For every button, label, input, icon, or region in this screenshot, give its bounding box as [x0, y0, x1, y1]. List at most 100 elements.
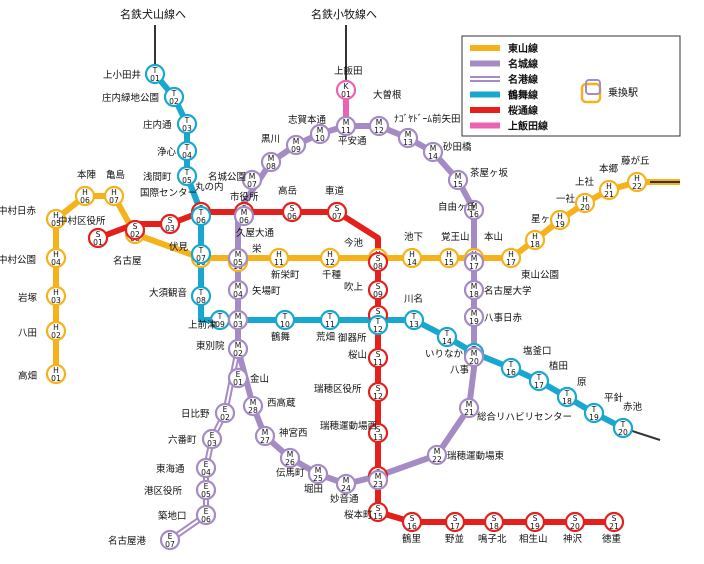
station-s02[interactable]: S02	[124, 219, 146, 241]
station-marker[interactable]	[367, 469, 389, 491]
station-marker[interactable]	[367, 251, 389, 273]
station-marker[interactable]	[45, 363, 67, 385]
station-m20[interactable]: M20	[463, 346, 485, 368]
station-marker[interactable]	[45, 285, 67, 307]
station-marker[interactable]	[279, 447, 301, 469]
station-m11[interactable]: M11	[335, 115, 357, 137]
station-marker[interactable]	[285, 134, 307, 156]
station-marker[interactable]	[367, 381, 389, 403]
station-m17[interactable]: M17	[463, 251, 485, 273]
station-marker[interactable]	[367, 501, 389, 523]
station-marker[interactable]	[367, 347, 389, 369]
station-marker[interactable]	[163, 86, 185, 108]
station-marker[interactable]	[463, 251, 485, 273]
station-marker[interactable]	[159, 529, 181, 551]
station-marker[interactable]	[447, 169, 469, 191]
station-marker[interactable]	[227, 247, 249, 269]
station-marker[interactable]	[309, 123, 331, 145]
station-marker[interactable]	[422, 141, 444, 163]
station-marker[interactable]	[227, 279, 249, 301]
station-marker[interactable]	[564, 511, 586, 533]
station-marker[interactable]	[103, 185, 125, 207]
station-t12[interactable]: T12	[367, 314, 389, 336]
station-marker[interactable]	[583, 402, 605, 424]
station-marker[interactable]	[87, 227, 109, 249]
station-marker[interactable]	[463, 279, 485, 301]
station-marker[interactable]	[463, 306, 485, 328]
station-m05[interactable]: M05	[227, 247, 249, 269]
station-marker[interactable]	[144, 63, 166, 85]
station-marker[interactable]	[335, 473, 357, 495]
station-marker[interactable]	[227, 367, 249, 389]
station-marker[interactable]	[463, 199, 485, 221]
station-marker[interactable]	[367, 422, 389, 444]
station-marker[interactable]	[281, 201, 303, 223]
station-marker[interactable]	[367, 279, 389, 301]
station-marker[interactable]	[524, 511, 546, 533]
station-marker[interactable]	[241, 169, 263, 191]
station-marker[interactable]	[463, 346, 485, 368]
station-marker[interactable]	[307, 463, 329, 485]
station-marker[interactable]	[45, 320, 67, 342]
station-marker[interactable]	[500, 247, 522, 269]
station-marker[interactable]	[227, 338, 249, 360]
station-marker[interactable]	[549, 209, 571, 231]
station-marker[interactable]	[524, 229, 546, 251]
station-marker[interactable]	[403, 309, 425, 331]
station-marker[interactable]	[214, 402, 236, 424]
station-marker[interactable]	[195, 479, 217, 501]
station-marker[interactable]	[319, 247, 341, 269]
station-marker[interactable]	[335, 115, 357, 137]
station-marker[interactable]	[201, 428, 223, 450]
station-t07[interactable]: T07	[190, 243, 212, 265]
station-marker[interactable]	[367, 314, 389, 336]
station-marker[interactable]	[74, 185, 96, 207]
station-marker[interactable]	[626, 171, 648, 193]
station-marker[interactable]	[401, 247, 423, 269]
station-t06[interactable]: T06	[190, 205, 212, 227]
station-marker[interactable]	[574, 192, 596, 214]
station-marker[interactable]	[268, 247, 290, 269]
station-marker[interactable]	[176, 165, 198, 187]
